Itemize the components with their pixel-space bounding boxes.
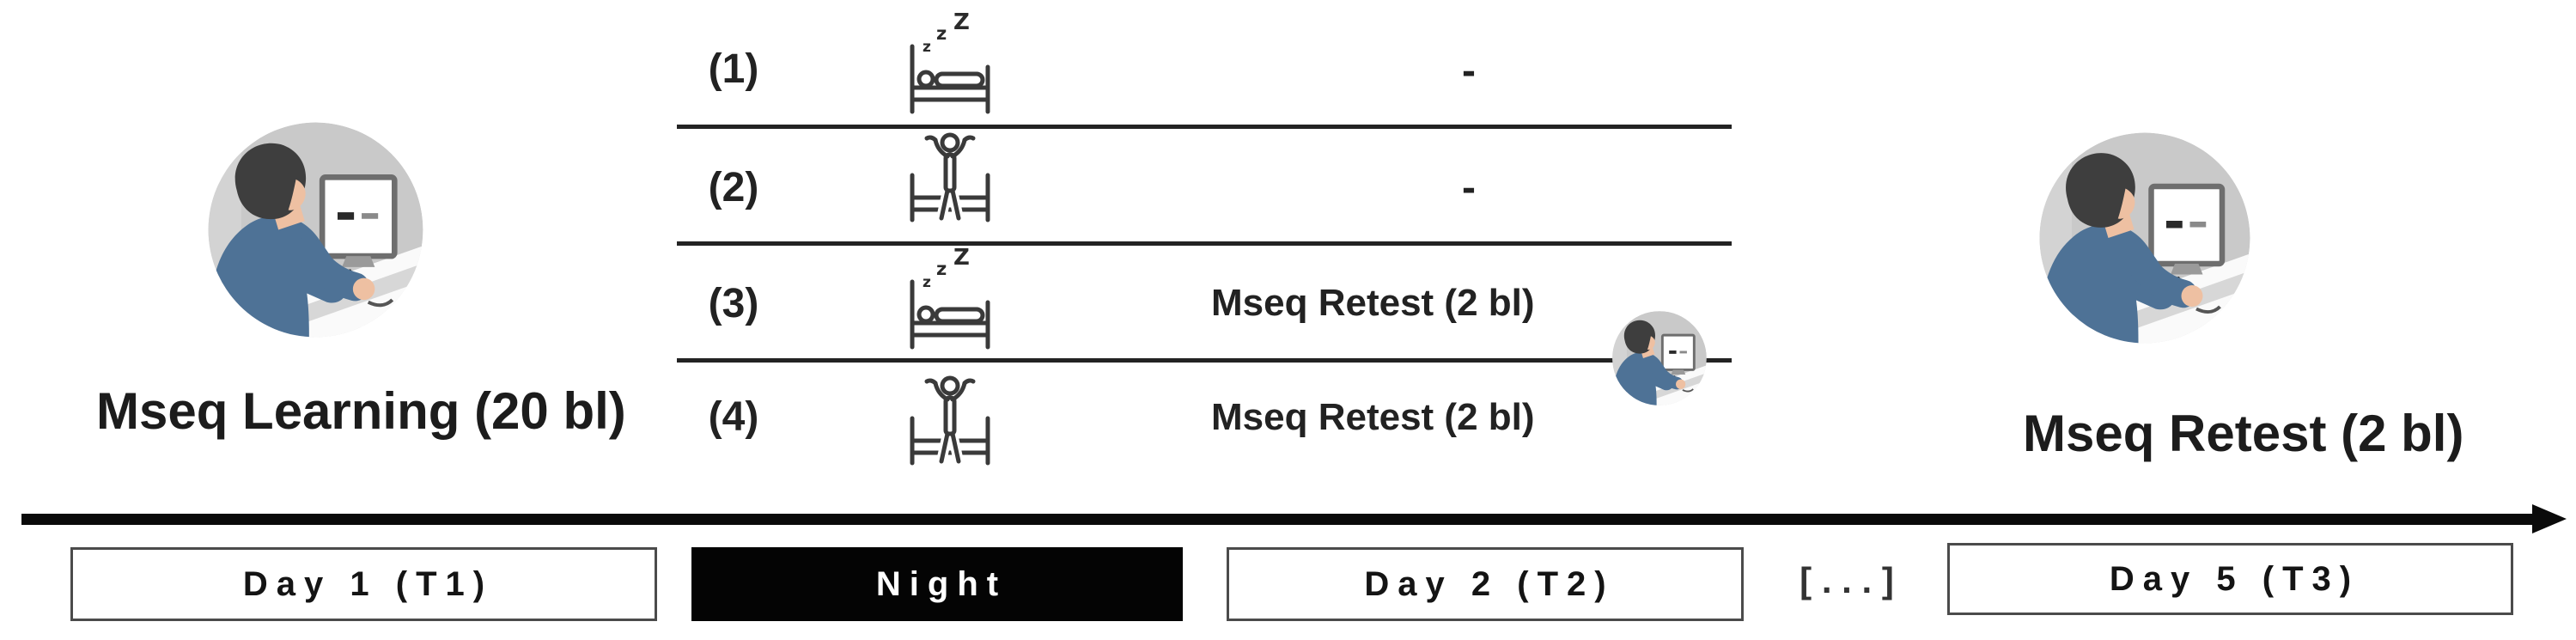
condition-2-value: - [1462,165,1476,210]
condition-1-number: (1) [708,46,759,92]
zzz-z2: z [936,23,947,44]
person-at-computer-illustration-mini [1611,310,1708,406]
condition-3-number: (3) [708,281,759,326]
table-separator-line-2 [677,241,1732,246]
table-separator-line-3 [677,358,1732,363]
timeline-box-night: Night [691,547,1183,621]
mseq-retest-label: Mseq Retest (2 bl) [2023,405,2464,462]
sleep-zzz-text: z z Z [923,9,970,56]
timeline-box-day5: Day 5 (T3) [1947,543,2513,615]
timeline-arrowhead [2532,504,2567,533]
night-label: Night [875,564,1008,603]
zzz-z1: z [923,39,931,56]
timeline-box-day2: Day 2 (T2) [1227,547,1744,621]
timeline-box-day1: Day 1 (T1) [70,547,657,621]
zzz-z2: z [936,259,947,279]
zzz-z1: z [923,274,931,291]
timeline-ellipsis: [ . . . ] [1800,560,1894,600]
person-at-computer-illustration-left [206,120,425,339]
timeline-arrow-line [21,514,2534,525]
bed-awake-icon [898,365,1002,468]
day2-label: Day 2 (T2) [1364,564,1615,603]
table-separator-line-1 [677,125,1732,129]
person-at-computer-illustration-right [2037,131,2252,345]
condition-4-number: (4) [708,394,759,440]
condition-3-value: Mseq Retest (2 bl) [1211,282,1535,324]
bed-awake-icon [898,122,1002,225]
day1-label: Day 1 (T1) [242,564,494,603]
zzz-z3: Z [953,245,970,271]
zzz-z3: Z [953,9,970,35]
condition-1-value: - [1462,48,1476,94]
condition-2-number: (2) [708,165,759,210]
mseq-learning-label: Mseq Learning (20 bl) [96,382,626,440]
condition-4-value: Mseq Retest (2 bl) [1211,396,1535,438]
day5-label: Day 5 (T3) [2109,559,2360,598]
sleep-zzz-text: z z Z [923,245,970,291]
